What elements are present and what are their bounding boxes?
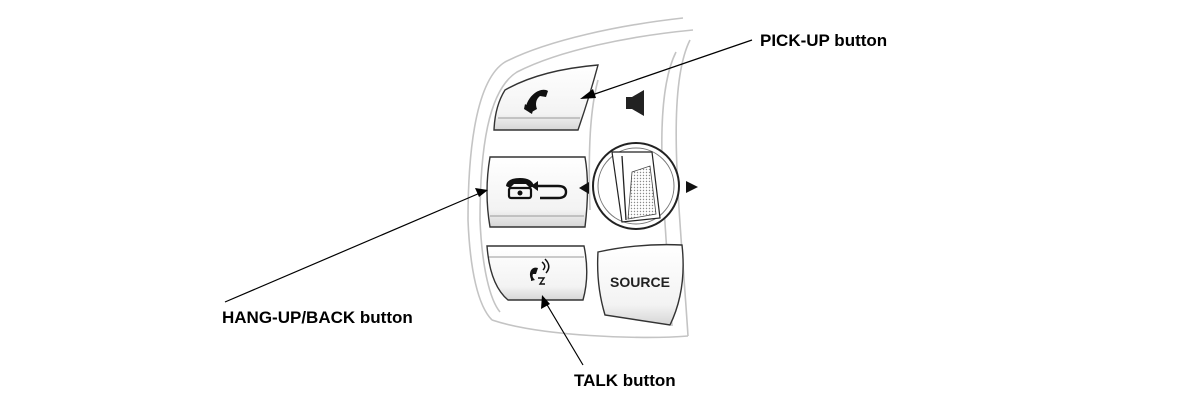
hangup-back-leader-line [224,188,488,303]
pickup-button-callout: PICK-UP button [760,31,888,50]
talk-button[interactable] [486,245,588,301]
hangup-back-button-callout: HANG-UP/BACK button [222,308,413,327]
speaker-icon [626,90,644,116]
source-button[interactable]: SOURCE [596,243,684,326]
left-triangle-icon [579,182,589,194]
right-triangle-icon [686,181,698,193]
talk-button-callout: TALK button [574,371,676,390]
volume-thumb-wheel[interactable] [592,142,680,230]
phone-pickup-icon [524,89,548,114]
phone-hangup-back-arrow-icon [506,178,568,200]
voice-talk-icon [529,258,550,285]
hangup-back-button[interactable] [486,156,589,228]
talk-leader-line [541,295,584,366]
pickup-leader-line [580,39,753,99]
source-button-label: SOURCE [610,274,670,290]
